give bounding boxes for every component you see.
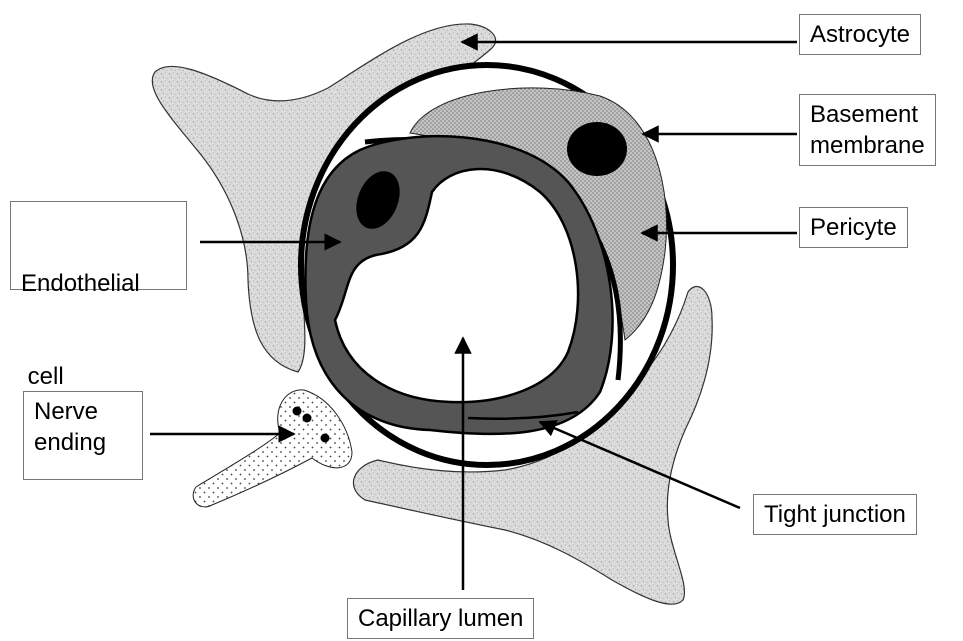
astrocyte-label: Astrocyte — [799, 14, 921, 55]
capillary-lumen-label: Capillary lumen — [347, 598, 534, 639]
endothelial-cell-text-line1: Endothelial — [21, 268, 176, 299]
basement-membrane-text-line2: membrane — [810, 130, 925, 161]
nerve-ending-text-line2: ending — [34, 427, 132, 458]
astrocyte-text: Astrocyte — [810, 19, 910, 50]
capillary-lumen-text: Capillary lumen — [358, 603, 523, 634]
tight-junction-label: Tight junction — [753, 494, 917, 535]
nerve-ending — [193, 390, 352, 507]
pericyte-label: Pericyte — [799, 207, 908, 248]
endothelial-cell-label: Endothelial cell — [10, 201, 187, 290]
pericyte-nucleus — [567, 122, 627, 176]
basement-membrane-text-line1: Basement — [810, 99, 925, 130]
nerve-ending-text-line1: Nerve — [34, 396, 132, 427]
vesicle — [321, 434, 330, 443]
nerve-ending-label: Nerve ending — [23, 391, 143, 480]
endothelial-cell-text-line2: cell — [21, 361, 176, 392]
pericyte-text: Pericyte — [810, 212, 897, 243]
basement-membrane-label: Basement membrane — [799, 94, 936, 166]
vesicle — [293, 407, 302, 416]
vesicle — [303, 414, 312, 423]
tight-junction-text: Tight junction — [764, 499, 906, 530]
